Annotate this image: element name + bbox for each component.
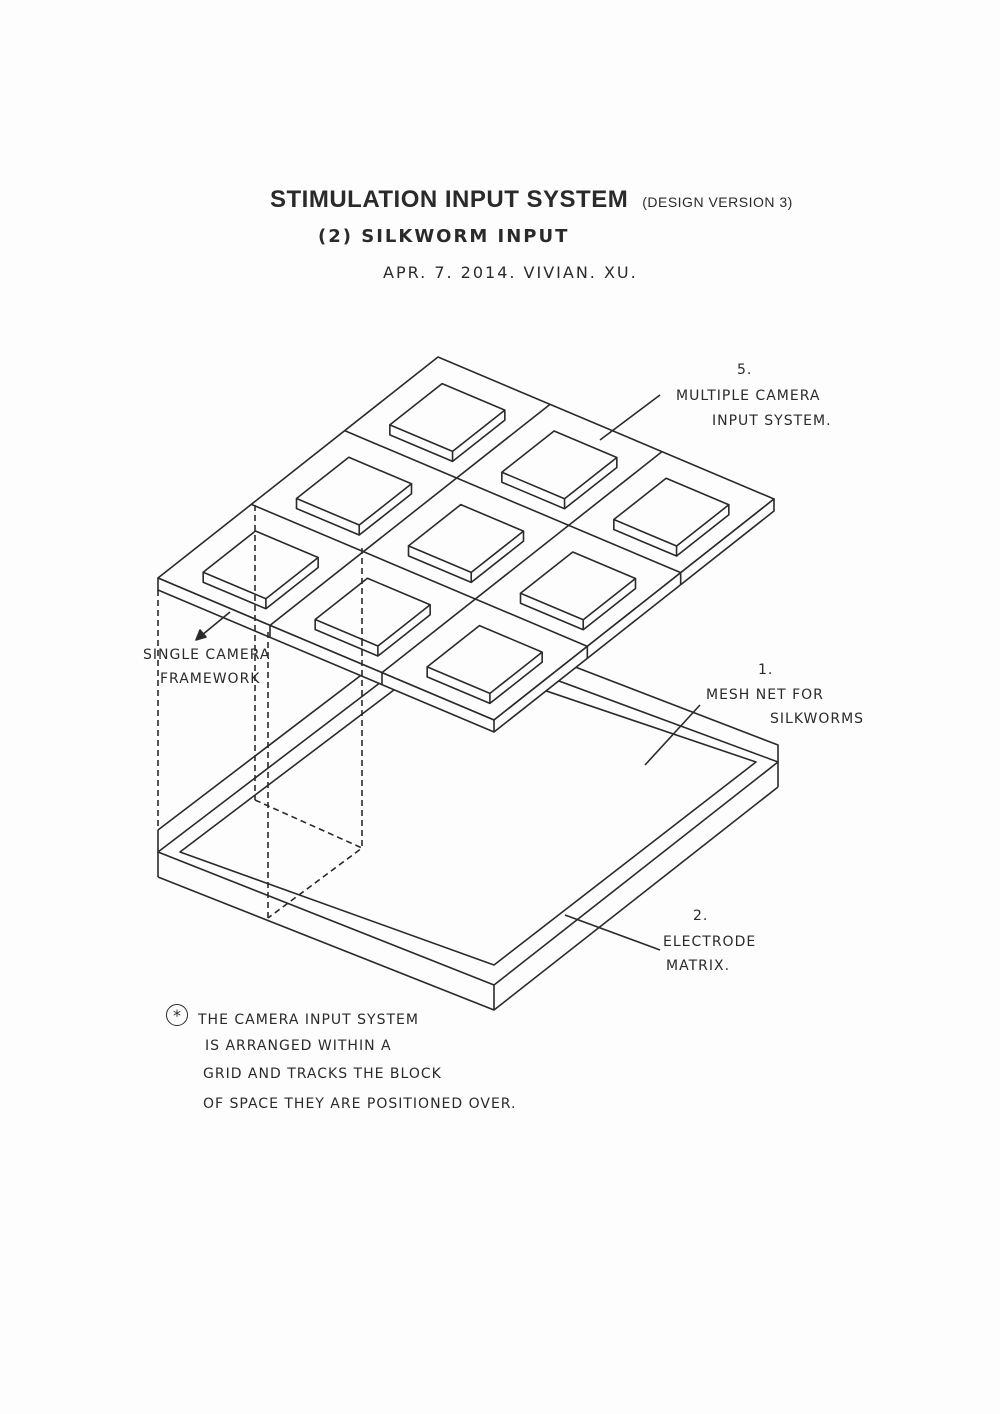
mesh-net-outline: [157, 614, 779, 831]
mesh-label-2: SILKWORMS: [770, 711, 865, 727]
leader-line-mesh: [644, 704, 701, 766]
camera-system-label-1: MULTIPLE CAMERA: [676, 388, 821, 404]
title-row: STIMULATION INPUT SYSTEM (DESIGN VERSION…: [270, 186, 793, 214]
camera-grid-line: [344, 429, 681, 574]
electrode-number: 2.: [693, 908, 709, 924]
diagram-title: STIMULATION INPUT SYSTEM: [270, 186, 629, 213]
diagram-subtitle: (DESIGN VERSION 3): [642, 194, 793, 210]
camera-system-number: 5.: [737, 362, 753, 378]
camera-grid-line: [381, 451, 663, 674]
camera-grid-line: [269, 403, 551, 626]
mesh-number: 1.: [758, 662, 774, 678]
projected-cell-outline: [254, 799, 363, 919]
camera-plate-top: [157, 356, 775, 721]
electrode-label-2: MATRIX.: [666, 958, 731, 974]
note-line-1: THE CAMERA INPUT SYSTEM: [198, 1012, 419, 1028]
camera-system-label-2: INPUT SYSTEM.: [712, 413, 832, 429]
leader-line-camera-system: [599, 394, 661, 441]
electrode-inner-rim: [179, 654, 757, 966]
leader-line-electrode: [564, 914, 661, 951]
note-marker: *: [166, 1004, 188, 1026]
single-camera-label-1: SINGLE CAMERA: [143, 647, 271, 663]
note-line-2: IS ARRANGED WITHIN A: [205, 1038, 392, 1054]
part-title: (2) SILKWORM INPUT: [318, 226, 570, 247]
date-author: APR. 7. 2014. VIVIAN. XU.: [383, 263, 638, 282]
arrow-head-icon: [195, 629, 207, 641]
note-line-4: OF SPACE THEY ARE POSITIONED OVER.: [203, 1096, 517, 1112]
note-line-3: GRID AND TRACKS THE BLOCK: [203, 1066, 442, 1082]
camera-grid-line: [251, 503, 588, 648]
single-camera-label-2: FRAMEWORK: [160, 671, 261, 687]
mesh-label-1: MESH NET FOR: [706, 687, 824, 703]
electrode-bottom-edge: [157, 786, 779, 1011]
electrode-label-1: ELECTRODE: [663, 934, 757, 950]
